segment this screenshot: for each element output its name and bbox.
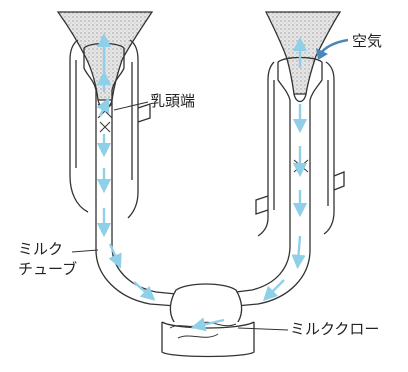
right-shell-outer-left: [258, 62, 274, 236]
milk-tube-label-line2: チューブ: [18, 260, 77, 278]
milk-claw-base: [162, 322, 254, 357]
milk-tube-leader: [72, 250, 98, 252]
milk-tube-inner: [112, 188, 176, 294]
right-liner-left: [278, 62, 290, 224]
milk-claw-label: ミルククロー: [290, 320, 379, 338]
left-shell-outer: [70, 40, 88, 212]
air-flow-arrow: [320, 40, 348, 54]
milk-claw: [162, 284, 254, 357]
teat-end-label: 乳頭端: [150, 92, 195, 110]
right-shell-outer-right: [324, 62, 334, 234]
air-flow-arrowhead: [316, 48, 328, 60]
milk-tube-label-line1: ミルク: [18, 240, 63, 258]
right-liner-right: [310, 62, 322, 224]
right-teat-end: [294, 94, 306, 102]
left-shell-outer-right: [128, 40, 138, 218]
right-teat: [266, 12, 340, 94]
air-label: 空気: [352, 32, 382, 50]
